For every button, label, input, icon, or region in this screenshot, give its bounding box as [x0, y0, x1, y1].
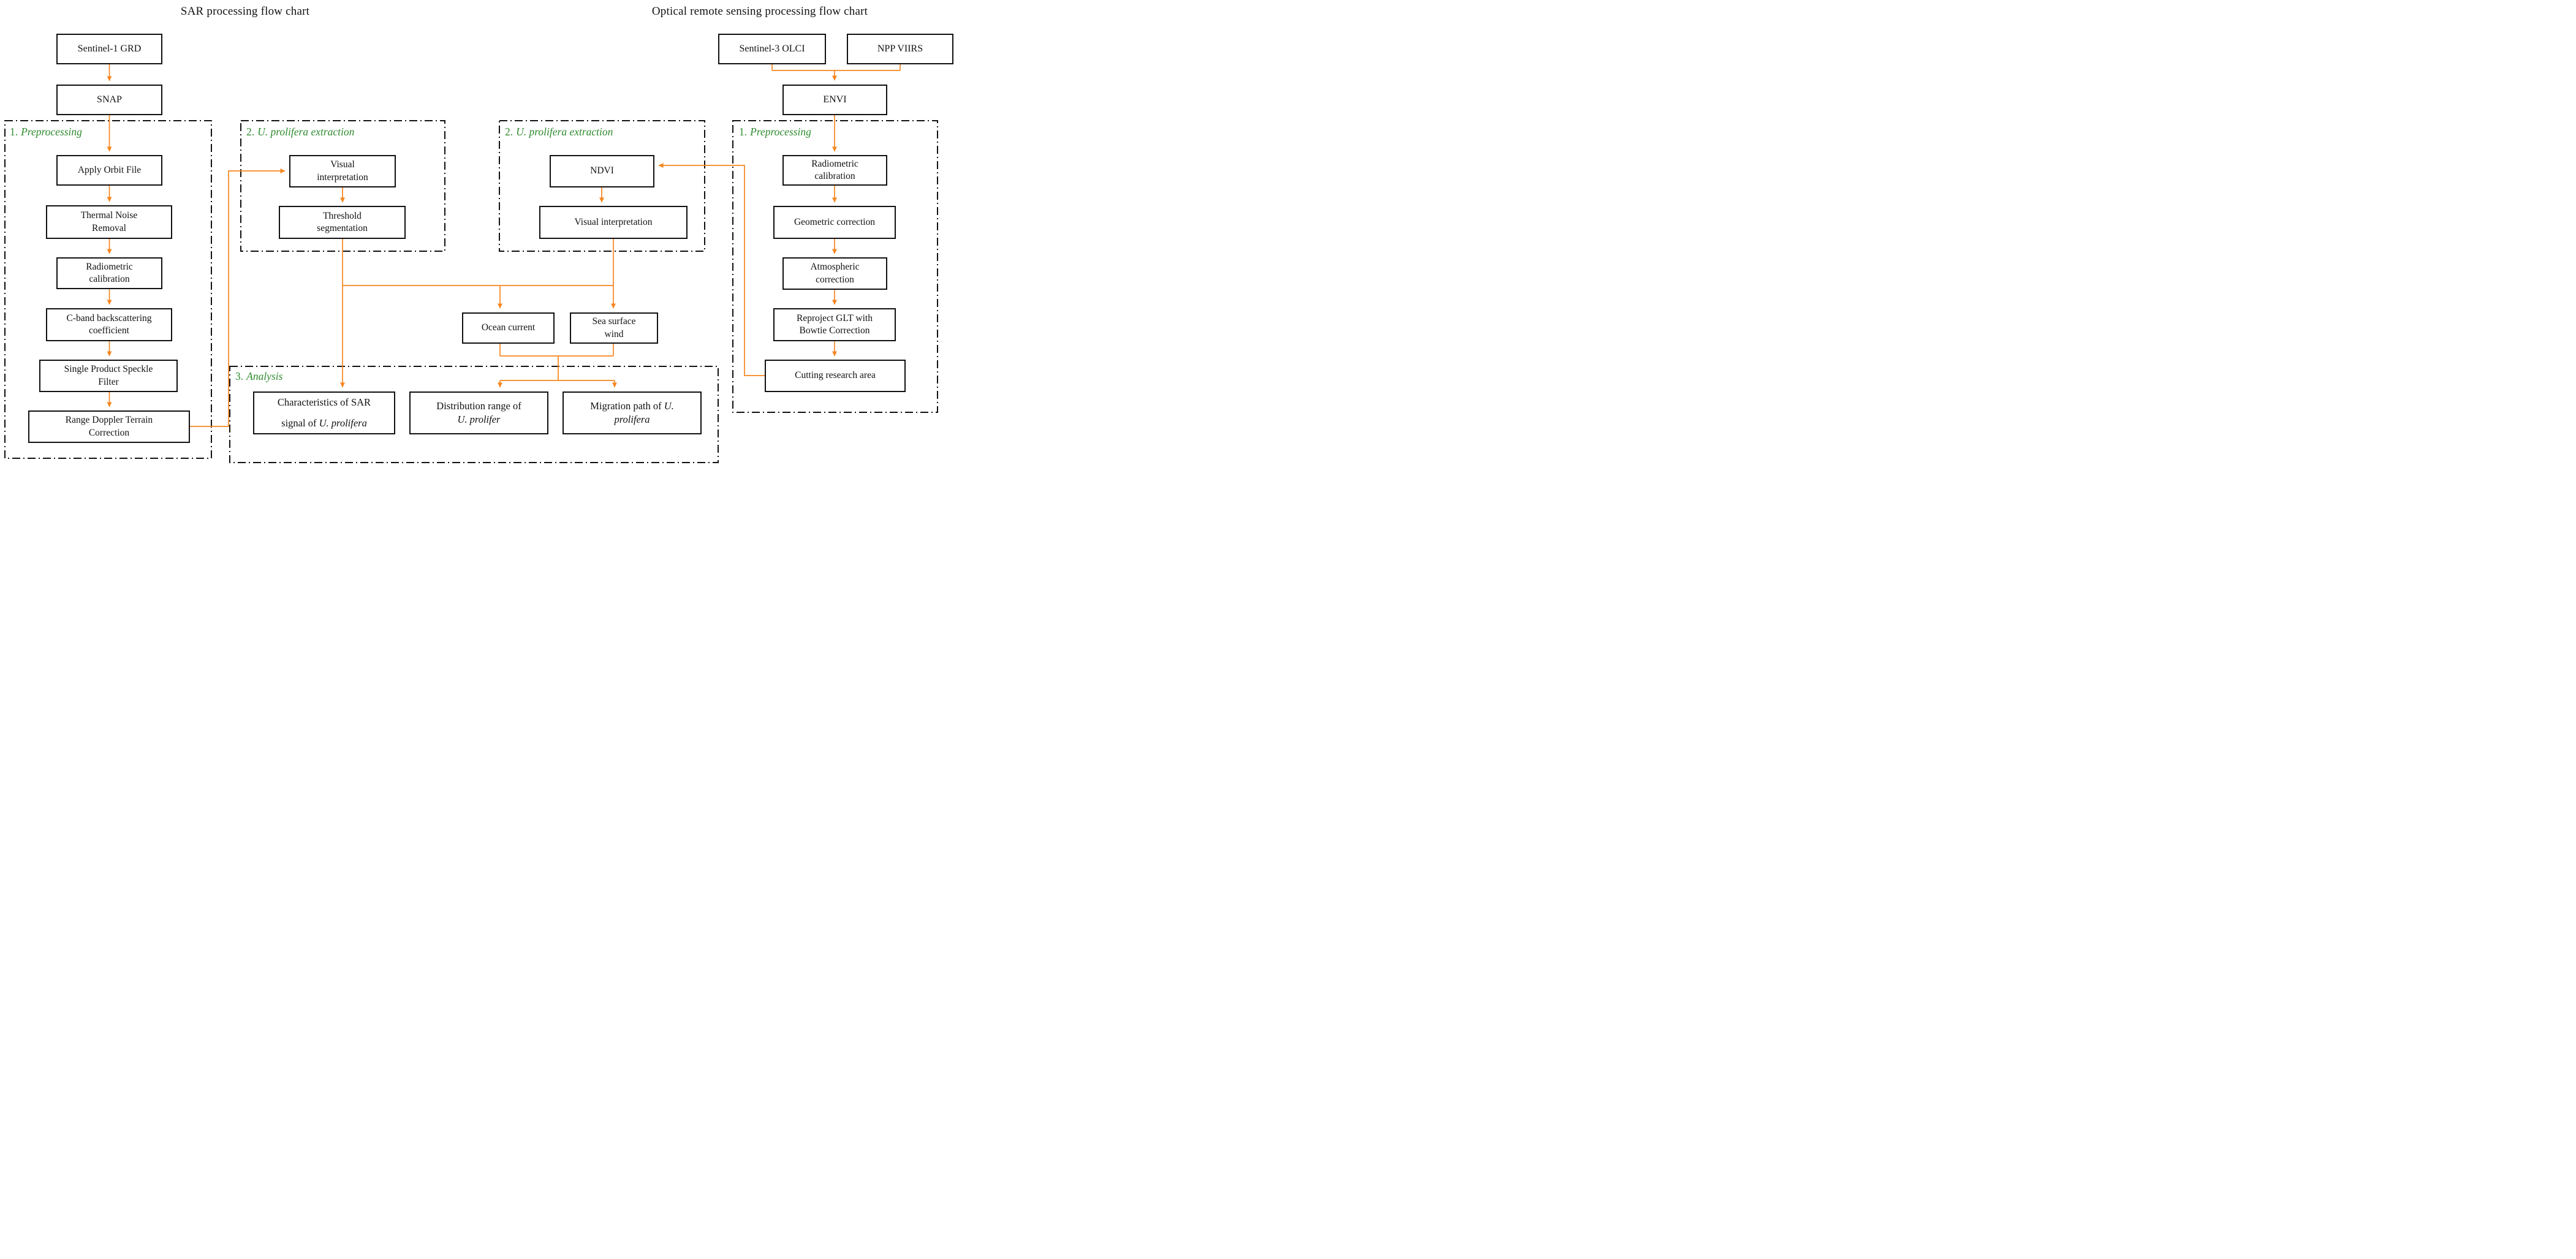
node-sentinel3-olci: Sentinel-3 OLCI [718, 34, 826, 64]
node-range-doppler-terrain-correction: Range Doppler Terrain Correction [28, 410, 190, 443]
node-distribution-range: Distribution range of U. prolifer [409, 391, 548, 434]
section-label-optical-preprocessing: 1.Preprocessing [739, 126, 811, 138]
node-radiometric-calibration-optical: Radiometric calibration [782, 155, 887, 186]
node-npp-viirs: NPP VIIRS [847, 34, 953, 64]
optical-chart-title: Optical remote sensing processing flow c… [651, 5, 868, 18]
node-migration-path: Migration path of U. prolifera [563, 391, 702, 434]
node-sentinel1-grd: Sentinel-1 GRD [56, 34, 162, 64]
section-label-sar-preprocessing: 1.Preprocessing [10, 126, 82, 138]
sar-preprocessing-container [4, 120, 212, 459]
section-label-sar-extraction: 2.U. prolifera extraction [246, 126, 355, 138]
node-envi: ENVI [782, 85, 887, 115]
node-sea-surface-wind: Sea surface wind [570, 312, 658, 344]
node-reproject-glt-bowtie: Reproject GLT with Bowtie Correction [773, 308, 896, 341]
node-apply-orbit-file: Apply Orbit File [56, 155, 162, 186]
node-cband-backscattering: C-band backscattering coefficient [46, 308, 172, 341]
node-thermal-noise-removal: Thermal Noise Removal [46, 205, 172, 239]
node-sar-signal-characteristics: Characteristics of SAR signal of U. prol… [253, 391, 395, 434]
optical-preprocessing-container [732, 120, 938, 413]
node-ocean-current: Ocean current [462, 312, 555, 344]
node-geometric-correction: Geometric correction [773, 206, 896, 239]
node-speckle-filter: Single Product Speckle Filter [39, 360, 178, 392]
node-visual-interpretation-optical: Visual interpretation [539, 206, 688, 239]
sar-chart-title: SAR processing flow chart [180, 5, 310, 18]
node-threshold-segmentation: Threshold segmentation [279, 206, 406, 239]
node-cutting-research-area: Cutting research area [765, 360, 906, 392]
node-atmospheric-correction: Atmospheric correction [782, 257, 887, 290]
node-snap: SNAP [56, 85, 162, 115]
connector-lines [107, 64, 901, 427]
flowchart-figure: SAR processing flow chart Optical remote… [0, 0, 961, 469]
node-ndvi: NDVI [550, 155, 654, 187]
analysis-container [229, 366, 719, 463]
section-label-optical-extraction: 2.U. prolifera extraction [505, 126, 613, 138]
node-radiometric-calibration-sar: Radiometric calibration [56, 257, 162, 289]
section-label-analysis: 3.Analysis [235, 370, 283, 382]
flow-connectors [4, 64, 938, 463]
node-visual-interpretation-sar: Visual interpretation [289, 155, 396, 187]
